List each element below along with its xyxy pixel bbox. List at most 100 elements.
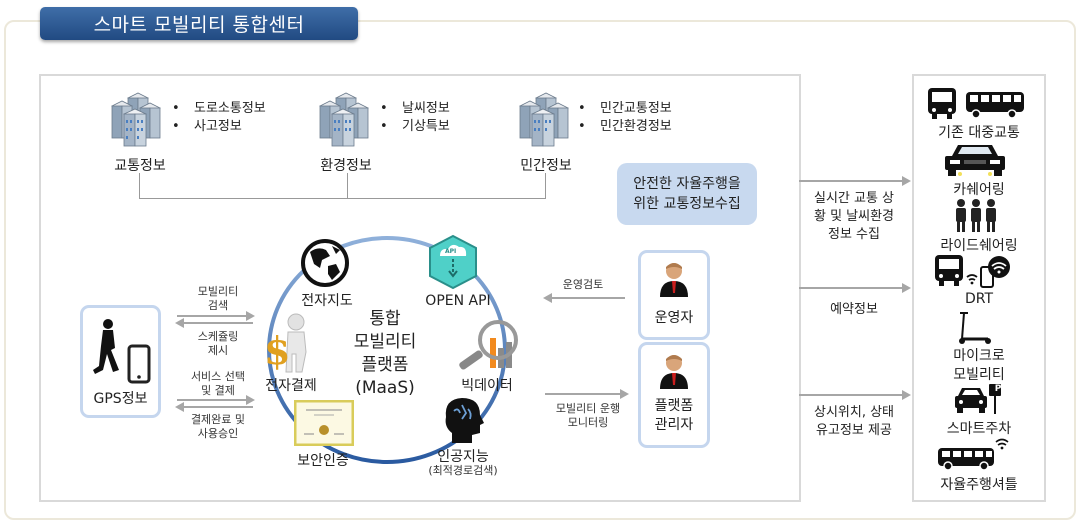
flow-label-line: 검색 <box>207 299 229 312</box>
info-callout-line: 위한 교통정보수집 <box>633 196 741 212</box>
source-item: 날씨정보 <box>380 100 450 118</box>
api-cloud-icon <box>429 234 477 290</box>
arrow-left <box>175 318 253 328</box>
arrow-left <box>543 293 625 303</box>
certificate-icon <box>294 400 354 446</box>
walking-person-icon <box>93 319 119 374</box>
arrow-right <box>177 395 255 405</box>
flow-label: 상시위치, 상태 유고정보 제공 <box>800 404 908 440</box>
bus-icon <box>928 88 1024 119</box>
flow-label-line: 사용승인 <box>197 427 239 440</box>
people-group-icon <box>956 199 996 232</box>
arrow-right <box>545 389 629 399</box>
info-callout-line: 안전한 자율주행을 <box>633 176 741 192</box>
api-badge: API <box>445 248 457 255</box>
person-icon <box>660 355 688 389</box>
service-label: 기존 대중교통 <box>938 125 1020 141</box>
service-label: 스마트주차 <box>946 421 1012 437</box>
flow-label-line: 스케쥴링 <box>197 330 239 343</box>
source-label-traffic: 교통정보 <box>114 158 166 174</box>
buildings-icon <box>319 92 369 147</box>
service-label: DRT <box>964 291 994 307</box>
source-items-private: 민간교통정보 민간환경정보 <box>578 100 672 136</box>
source-label-private: 민간정보 <box>520 158 572 174</box>
platform-title-line: (MaaS) <box>355 378 415 398</box>
source-label-environment: 환경정보 <box>320 158 372 174</box>
gps-card: GPS정보 <box>80 305 161 418</box>
source-item: 도로소통정보 <box>172 100 266 118</box>
connector-line <box>347 173 348 199</box>
platform-title-line: 플랫폼 <box>361 355 409 375</box>
bigdata-magnifier-icon <box>459 320 518 370</box>
scooter-icon <box>959 312 991 344</box>
flow-label-line: 상시위치, 상태 <box>813 405 895 420</box>
flow-label-line: 서비스 선택 <box>190 370 246 383</box>
flow-label-line: 황 및 날씨환경 <box>813 209 895 224</box>
flow-label-line: 유고정보 제공 <box>816 423 892 438</box>
service-label: 라이드쉐어링 <box>940 238 1018 254</box>
platform-title-line: 모빌리티 <box>353 332 417 352</box>
node-label-ai: 인공지능 <box>437 449 489 465</box>
dollar-person-icon: $ <box>264 313 307 373</box>
buildings-icon <box>519 92 569 147</box>
shuttle-wifi-icon <box>938 438 1009 471</box>
svg-text:$: $ <box>264 328 290 373</box>
service-label-line: 모빌리티 <box>953 367 1005 383</box>
service-label: 카쉐어링 <box>953 182 1005 198</box>
connector-line <box>139 198 546 199</box>
operator-card: 운영자 <box>638 250 710 340</box>
gps-label: GPS정보 <box>93 391 148 407</box>
flow-label: 예약정보 <box>830 302 878 317</box>
car-icon <box>945 145 1005 176</box>
arrow-right <box>799 283 911 293</box>
page-title: 스마트 모빌리티 통합센터 <box>40 7 358 40</box>
platform-ring <box>267 236 507 464</box>
arrow-right <box>799 390 911 400</box>
source-item: 민간환경정보 <box>578 118 672 136</box>
platform-admin-label-line: 플랫폼 <box>654 398 694 414</box>
source-items-traffic: 도로소통정보 사고정보 <box>172 100 266 136</box>
platform-title-line: 통합 <box>369 309 401 329</box>
flow-label-line: 모빌리티 운행 <box>555 402 621 415</box>
bus-wifi-phone-icon <box>935 255 1010 288</box>
connector-line <box>545 173 546 199</box>
arrow-right <box>177 311 255 321</box>
source-items-environment: 날씨정보 기상특보 <box>380 100 450 136</box>
service-label: 마이크로 모빌리티 <box>912 347 1046 385</box>
source-item: 민간교통정보 <box>578 100 672 118</box>
node-label-payment: 전자결제 <box>265 378 317 394</box>
node-label-bigdata: 빅데이터 <box>461 378 513 394</box>
flow-label-line: 결제완료 및 <box>190 413 246 426</box>
operator-label: 운영자 <box>654 310 694 326</box>
buildings-icon <box>111 92 161 147</box>
service-label: 자율주행셔틀 <box>940 477 1018 493</box>
flow-label-line: 모빌리티 <box>197 285 239 298</box>
arrow-left <box>175 402 253 412</box>
platform-title: 통합 모빌리티 플랫폼 (MaaS) <box>340 308 430 400</box>
node-label-open-api: OPEN API <box>425 293 491 309</box>
platform-admin-label: 플랫폼 관리자 <box>641 397 707 435</box>
flow-label: 운영검토 <box>562 278 604 291</box>
source-item: 기상특보 <box>380 118 450 136</box>
platform-admin-label-line: 관리자 <box>654 417 694 433</box>
connector-line <box>139 173 140 199</box>
node-label-security: 보안인증 <box>297 453 349 469</box>
ai-head-icon <box>445 398 484 443</box>
flow-label-line: 모니터링 <box>567 416 609 429</box>
service-label-line: 마이크로 <box>953 348 1005 364</box>
arrow-right <box>799 176 911 186</box>
source-item: 사고정보 <box>172 118 266 136</box>
flow-label-line: 실시간 교통 상 <box>813 191 895 206</box>
flow-label-line: 제시 <box>207 344 229 357</box>
node-sublabel-ai: (최적경로검색) <box>428 464 498 477</box>
car-parking-icon <box>955 384 1001 414</box>
smartphone-icon <box>127 344 151 384</box>
globe-icon <box>301 239 349 287</box>
platform-admin-card: 플랫폼 관리자 <box>638 342 710 448</box>
